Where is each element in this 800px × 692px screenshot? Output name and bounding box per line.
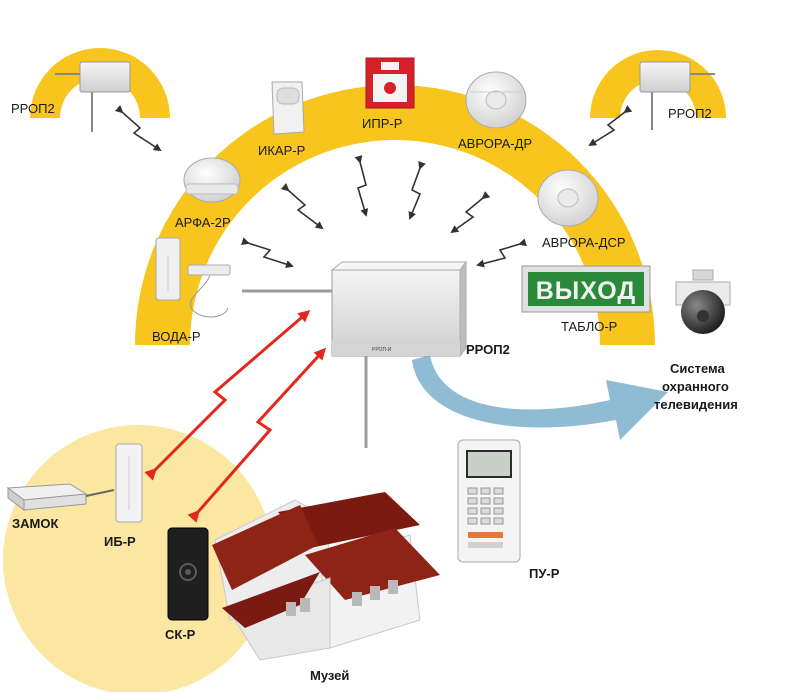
main-coverage-band [135,85,655,345]
water-sensor-icon [155,237,231,318]
smoke-detector-icon [183,157,241,203]
left-repeater-band [30,48,170,118]
house-icon [212,492,440,661]
dome-camera-icon [675,269,731,334]
tablo-label: ТАБЛО-Р [561,319,617,334]
ikar-label: ИКАР-Р [258,143,305,158]
manual-call-point-icon [365,57,415,109]
arfa-label: АРФА-2Р [175,215,231,230]
rrop2-left-label: РРОП2 [11,101,55,116]
museum-label: Музей [310,668,349,683]
camera-caption-line3: телевидения [654,397,738,412]
lock-icon [6,483,115,511]
camera-caption-line2: охранного [662,379,729,394]
sk-label: СК-Р [165,627,196,642]
video-link-arrow [412,355,668,440]
exit-sign-icon: ВЫХОД [521,265,651,313]
voda-label: ВОДА-Р [152,329,201,344]
ib-label: ИБ-Р [104,534,136,549]
smoke-detector-icon [537,169,599,227]
rrop2-central-label: РРОП2 [466,342,510,357]
ib-device-icon [115,443,143,523]
rrop2-left-device [55,61,131,132]
card-reader-icon [167,527,209,621]
ipr-label: ИПР-Р [362,116,402,131]
rrop2-central-device: РРОП-И [242,260,467,448]
camera-caption-line1: Система [670,361,725,376]
device-brand-text: РРОП-И [372,347,392,353]
rrop2-right-device [639,61,715,130]
smoke-detector-icon [465,71,527,129]
pu-label: ПУ-Р [529,566,560,581]
zamok-label: ЗАМОК [12,516,58,531]
avrora-dr-label: АВРОРА-ДР [458,136,532,151]
avrora-dsr-label: АВРОРА-ДСР [542,235,626,250]
right-repeater-band [590,50,726,118]
red-radio-link [144,310,327,523]
keypad-icon [457,439,521,563]
zigzag-radio-arrow [114,105,633,268]
motion-sensor-icon [271,81,305,135]
rrop2-right-label: РРОП2 [668,106,712,121]
exit-sign-text: ВЫХОД [536,277,636,305]
